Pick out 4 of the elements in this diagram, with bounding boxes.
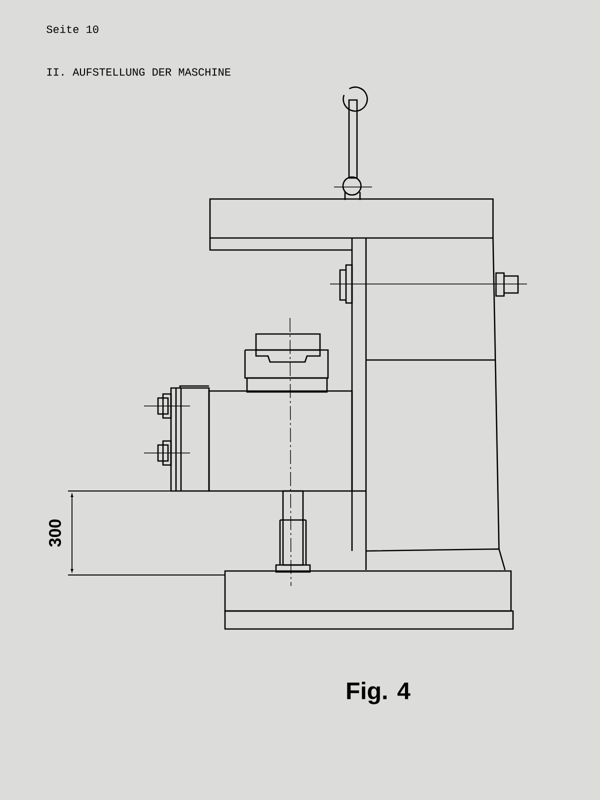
figure-caption: Fig. 4 bbox=[347, 682, 410, 704]
section-heading: II. AUFSTELLUNG DER MASCHINE bbox=[47, 68, 230, 76]
dimension-label: 300 bbox=[48, 520, 62, 547]
page-number: Seite 10 bbox=[46, 24, 98, 34]
